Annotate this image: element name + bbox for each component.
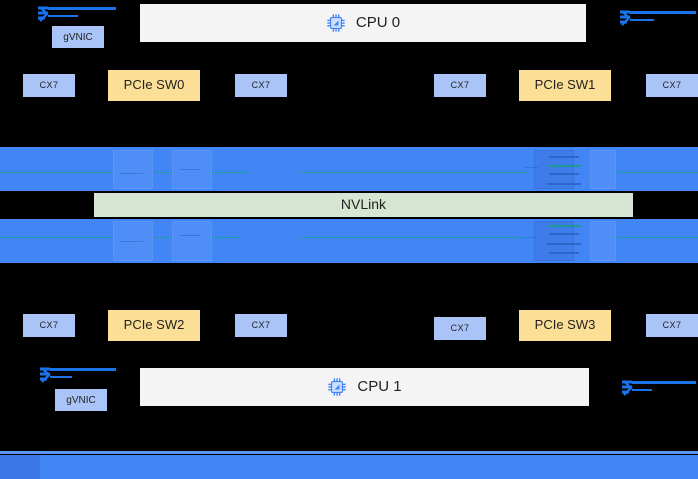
cpu1-label: CPU 1 — [357, 377, 402, 395]
cx7-box[interactable]: CX7 — [23, 74, 75, 97]
pcie-sw0-box[interactable]: PCIe SW0 — [108, 70, 200, 101]
gpu-row-top — [0, 147, 698, 191]
pcie-sw1-box[interactable]: PCIe SW1 — [519, 70, 611, 101]
network-cable-icon — [38, 4, 118, 26]
gvnic-label: gVNIC — [63, 31, 93, 43]
cx7-label: CX7 — [39, 319, 59, 330]
pcie-label: PCIe SW2 — [123, 317, 185, 333]
cx7-box[interactable]: CX7 — [646, 74, 698, 97]
gvnic-box-bottom[interactable]: gVNIC — [55, 389, 107, 411]
cx7-label: CX7 — [251, 79, 271, 90]
cx7-box[interactable]: CX7 — [646, 314, 698, 337]
pcie-label: PCIe SW1 — [534, 77, 596, 93]
gvnic-box-top[interactable]: gVNIC — [52, 26, 104, 48]
cpu1-box[interactable]: CPU 1 — [140, 368, 589, 406]
nvlink-box[interactable]: NVLink — [94, 193, 633, 217]
cx7-label: CX7 — [251, 319, 271, 330]
cpu-chip-icon — [327, 377, 347, 397]
cx7-box[interactable]: CX7 — [23, 314, 75, 337]
cpu0-box[interactable]: CPU 0 — [140, 4, 586, 42]
pcie-sw3-box[interactable]: PCIe SW3 — [519, 310, 611, 341]
network-fabric-bar-top-edge — [0, 451, 698, 454]
cx7-label: CX7 — [662, 319, 682, 330]
network-cable-icon — [622, 378, 698, 400]
network-cable-icon — [40, 365, 120, 387]
nvlink-label: NVLink — [340, 196, 387, 213]
cx7-box[interactable]: CX7 — [434, 317, 486, 340]
cpu0-label: CPU 0 — [355, 13, 401, 31]
cx7-label: CX7 — [450, 79, 470, 90]
cx7-label: CX7 — [662, 79, 682, 90]
cx7-box[interactable]: CX7 — [235, 74, 287, 97]
cx7-label: CX7 — [450, 322, 470, 333]
cpu-chip-icon — [326, 13, 346, 33]
pcie-sw2-box[interactable]: PCIe SW2 — [108, 310, 200, 341]
cx7-box[interactable]: CX7 — [434, 74, 486, 97]
gvnic-label: gVNIC — [66, 394, 96, 406]
gpu-row-bottom — [0, 219, 698, 263]
pcie-label: PCIe SW3 — [534, 317, 596, 333]
pcie-label: PCIe SW0 — [123, 77, 185, 93]
cx7-label: CX7 — [39, 79, 59, 90]
network-fabric-bar — [0, 455, 698, 479]
network-cable-icon — [620, 8, 698, 30]
cx7-box[interactable]: CX7 — [235, 314, 287, 337]
